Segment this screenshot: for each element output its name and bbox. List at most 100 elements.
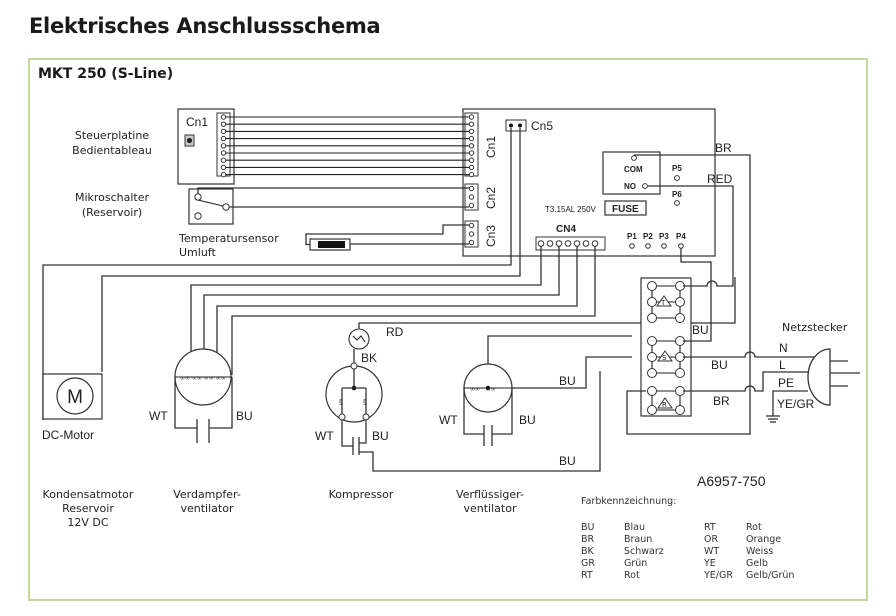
legend-title: Farbkennzeichnung: <box>581 496 676 507</box>
legend-color-name: Blau <box>624 522 645 533</box>
model-title: MKT 250 (S-Line) <box>38 66 174 82</box>
temp-sensor-element-icon <box>318 241 345 248</box>
overload-protector-icon <box>348 328 370 350</box>
terminal <box>647 313 657 323</box>
dc-motor-caption-2: Reservoir <box>62 502 114 515</box>
cn3-label: Cn3 <box>484 225 498 247</box>
diagram-frame <box>28 58 868 601</box>
wire-cn4-evap-3 <box>216 246 578 375</box>
red-top-label: RED <box>707 172 733 186</box>
legend-color-name: Gelb <box>746 558 768 569</box>
condenser-fan-caption-1: Verflüssiger- <box>456 488 524 501</box>
pin <box>573 240 581 247</box>
evap-fan-caption-1: Verdampfer- <box>173 488 241 501</box>
pin <box>468 135 475 142</box>
wire-cn4-evap-4 <box>231 246 596 375</box>
terminal-block: T S R <box>640 277 692 417</box>
pin <box>220 128 227 135</box>
potentiometer-knob-icon <box>186 137 193 144</box>
pin <box>546 240 554 247</box>
pin <box>220 171 227 178</box>
control-board-label-2: Bedientableau <box>72 144 152 157</box>
p4-label: P4 <box>676 232 686 241</box>
control-board: Cn1 <box>177 108 235 185</box>
pin <box>468 143 475 149</box>
plug-l-label: L <box>779 358 786 372</box>
compressor-terminal-c <box>350 362 358 370</box>
p6-label: P6 <box>672 190 682 199</box>
terminal-mark-s: S <box>662 354 667 362</box>
terminal <box>675 405 685 415</box>
terminal <box>647 386 657 396</box>
cn1-bus-wires <box>226 116 469 176</box>
pin <box>468 202 475 209</box>
wire-evap-bu <box>209 377 233 429</box>
dc-motor-caption-1: Kondensatmotor <box>43 488 134 501</box>
relay-no-label: NO <box>624 182 636 191</box>
pin <box>468 164 475 171</box>
pin <box>468 157 475 163</box>
fuse-rating: T3.15AL 250V <box>545 205 597 214</box>
switch-lever <box>197 199 224 207</box>
micro-switch-label-1: Mikroschalter <box>75 191 150 204</box>
main-board: Cn1 Cn2 Cn3 Cn5 COM NO P5 P6 T3.15AL 250… <box>462 108 716 257</box>
wire-relay-red <box>648 185 734 287</box>
terminal-mark-t-icon <box>656 295 672 307</box>
compressor-bk-label: BK <box>361 351 377 365</box>
pin <box>591 240 599 247</box>
pin <box>468 231 475 237</box>
br-top-label: BR <box>715 141 732 155</box>
junction <box>485 385 491 391</box>
pin <box>509 123 513 128</box>
main-board-outline <box>462 108 716 257</box>
terminal-mark-s-icon <box>657 350 673 362</box>
wire-cn4-evap-2 <box>203 246 560 375</box>
drawing-number: A6957-750 <box>697 473 766 489</box>
legend-code: GR <box>581 558 595 569</box>
compressor-wt-label: WT <box>315 429 334 443</box>
compressor-terminal-s <box>362 413 370 421</box>
micro-switch <box>188 188 234 225</box>
fuse-label: FUSE <box>612 204 639 215</box>
terminal <box>647 405 657 415</box>
br-mid-label: BR <box>713 394 730 408</box>
pin <box>468 222 475 229</box>
pin <box>220 164 227 171</box>
compressor-bu-label: BU <box>372 429 389 443</box>
cn5-header <box>505 119 527 132</box>
winding-icon: ∞∞ · ∞∞ <box>470 386 496 393</box>
fuse-box <box>604 200 647 216</box>
legend-color-name: Grün <box>624 558 647 569</box>
condenser-fan: ∞∞ · ∞∞ <box>463 335 632 446</box>
cn5-label: Cn5 <box>531 119 553 133</box>
switch-contact <box>194 212 202 220</box>
page-title: Elektrisches Anschlussschema <box>29 14 381 38</box>
winding-icon: ∞∞·∞∞·∞∞·∞∞ <box>180 375 226 382</box>
compressor-caption: Kompressor <box>329 488 394 501</box>
pin <box>564 240 572 247</box>
terminal-mark-t: T <box>660 299 666 307</box>
terminal <box>675 313 685 323</box>
p1-label: P1 <box>627 232 637 241</box>
condenser-bu-out-label: BU <box>559 374 576 388</box>
legend-code: BU <box>581 522 595 533</box>
plug-pe-color-label: YE/GR <box>777 397 815 411</box>
pin <box>468 185 475 192</box>
condenser-wt-label: WT <box>439 413 458 427</box>
wire-condenser-bu2 <box>492 388 513 435</box>
wire-condenser-bu <box>512 356 632 389</box>
wire-cn5-motor-2 <box>101 128 521 372</box>
winding-icon: § <box>339 398 343 406</box>
terminal <box>647 281 657 291</box>
dc-motor-caption-3: 12V DC <box>67 516 108 529</box>
pin <box>220 143 227 149</box>
micro-switch-label-2: (Reservoir) <box>82 206 142 219</box>
pin <box>220 157 227 163</box>
plug-pe-label: PE <box>778 376 794 390</box>
pin <box>468 150 475 156</box>
wire-relay-br <box>626 154 751 435</box>
compressor: § § <box>325 277 736 472</box>
switch-contact <box>194 193 202 201</box>
mains-plug <box>766 348 860 423</box>
plug-body-icon <box>807 348 831 406</box>
